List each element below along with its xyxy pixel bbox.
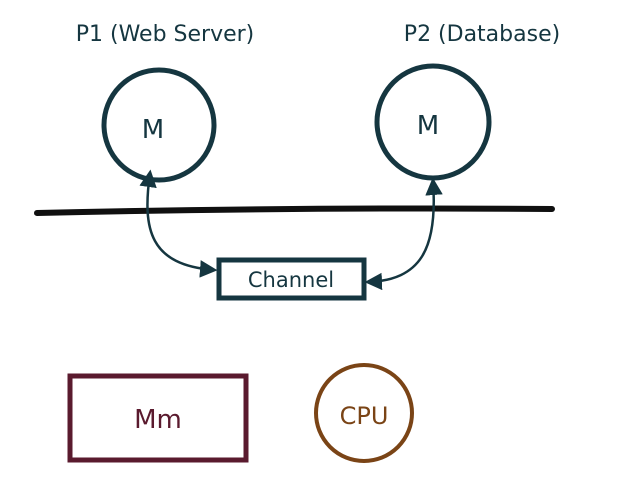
process2-label: P2 (Database) [404, 22, 560, 47]
main-memory-label: Mm [134, 405, 182, 435]
process2-memory-label: M [417, 111, 439, 141]
p2-channel-arrow [364, 177, 443, 291]
cpu-label: CPU [340, 402, 389, 430]
main-memory-box [67, 373, 249, 463]
channel-label: Channel [248, 268, 334, 292]
channel-box [216, 257, 367, 301]
cpu-circle [314, 363, 414, 463]
process1-label: P1 (Web Server) [76, 22, 255, 47]
process1-memory-label: M [142, 115, 164, 145]
kernel-boundary-line [34, 205, 555, 216]
p1-channel-arrow [139, 169, 218, 278]
